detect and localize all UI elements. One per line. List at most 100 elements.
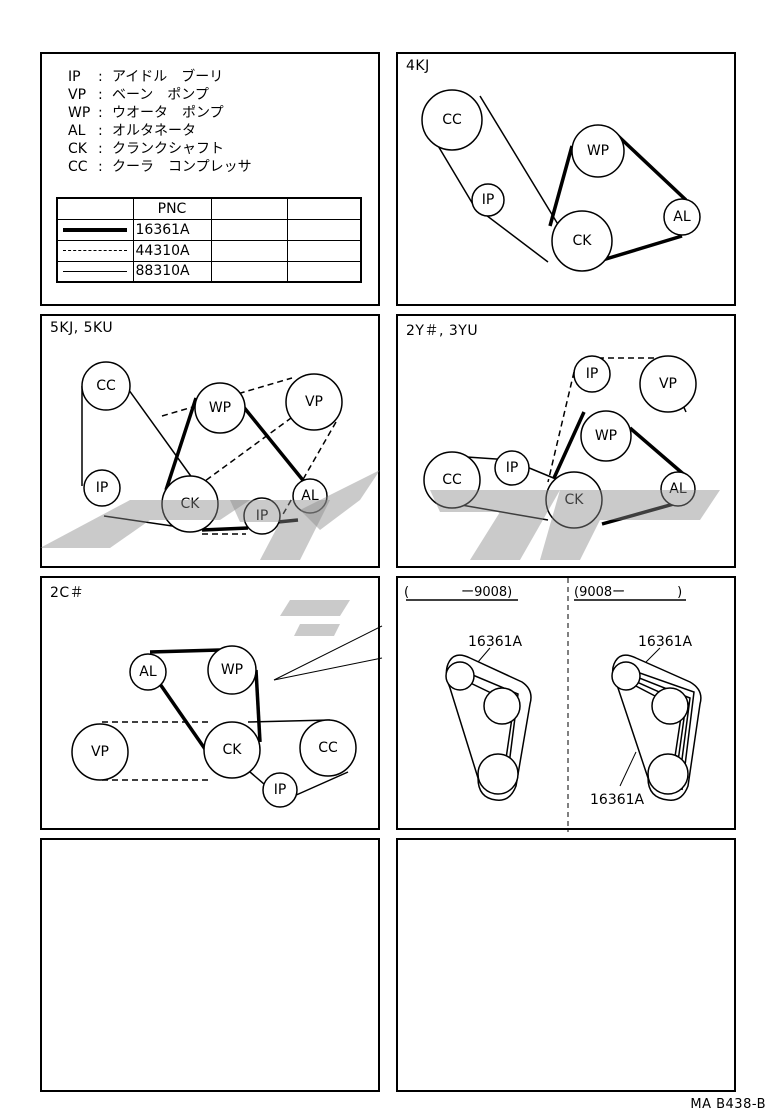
pulley-label: IP: [482, 192, 495, 208]
thick-belt: [548, 145, 574, 227]
pulley-cc: [81, 361, 131, 411]
pulley-label: WP: [587, 143, 609, 159]
pulley-al: [292, 478, 328, 514]
pulley-label: WP: [595, 428, 617, 444]
panel-empty-right: [396, 838, 736, 1092]
thick-belt: [149, 648, 221, 654]
thick-belt: [614, 132, 688, 202]
pulley-al: [660, 471, 696, 507]
part-label: 16361A: [638, 634, 693, 650]
legend-item-ck: CK:クランクシャフト: [68, 141, 224, 157]
pulley-drawing: [445, 661, 475, 691]
drawing-code: MA B438-B: [690, 1097, 766, 1112]
pulley-ck: [203, 721, 261, 779]
pulley-vp: [639, 355, 697, 413]
thick-belt: [236, 398, 308, 486]
pulley-wp: [194, 382, 246, 434]
pnc-value: 44310A: [132, 239, 212, 262]
dashed-line-swatch: [63, 250, 128, 251]
pulley-drawing: [611, 661, 641, 691]
pulley-drawing: [477, 753, 519, 795]
panel-belt-detail: ( ー9008) (9008ー ) 16361A: [396, 576, 736, 832]
pulley-label: IP: [274, 782, 287, 798]
leader-line: [619, 751, 637, 787]
pnc-table: PNC 16361A 44310A 88310A: [56, 197, 362, 283]
belt-diagram-2c: AL WP VP CK CC IP: [71, 625, 383, 808]
pulley-al: [663, 198, 701, 236]
thick-belt: [552, 411, 586, 479]
legend-item-wp: WP:ウオータ ポンプ: [68, 105, 224, 121]
pulley-wp: [571, 124, 625, 178]
thin-belt: [125, 385, 199, 487]
panel-5kj-5ku: 5KJ, 5KU CC WP VP IP: [40, 314, 380, 568]
pulley-ip: [573, 355, 611, 393]
pnc-header: PNC: [132, 197, 212, 220]
panel-title: 5KJ, 5KU: [50, 320, 114, 336]
pulley-cc: [421, 89, 483, 151]
pulley-ip: [243, 497, 281, 535]
pulley-vp: [71, 723, 129, 781]
dashed-belt: [161, 377, 293, 417]
panel-empty-left: [40, 838, 380, 1092]
pulley-drawing: [651, 687, 689, 725]
part-label: 16361A: [468, 634, 523, 650]
pnc-value: 88310A: [132, 260, 212, 283]
pulley-ip: [494, 450, 530, 486]
belt-diagram-5kj: CC WP VP IP CK IP AL: [81, 361, 343, 535]
pulley-label: CC: [318, 740, 338, 756]
pulley-drawing: [647, 753, 689, 795]
legend-item-cc: CC:クーラ コンプレッサ: [68, 159, 252, 175]
callout-line: [273, 625, 383, 681]
pulley-cc: [423, 451, 481, 509]
pulley-ck: [545, 471, 603, 529]
legend-item-ip: IP:アイドル ブーリ: [68, 69, 224, 85]
thick-belt: [628, 426, 690, 480]
thick-belt: [595, 234, 683, 264]
thick-belt: [164, 397, 198, 491]
leader-line: [477, 647, 491, 663]
belt-diagram-4kj: CC IP WP CK AL: [421, 89, 701, 272]
pulley-label: AL: [673, 209, 691, 225]
pnc-value: 16361A: [132, 218, 212, 241]
pulley-label: CK: [565, 492, 585, 508]
detail-left-title: ( ー9008): [404, 585, 513, 600]
panel-title: 2Y＃, 3YU: [406, 323, 479, 339]
pulley-label: IP: [586, 366, 599, 382]
pulley-vp: [285, 373, 343, 431]
pulley-label: IP: [96, 480, 109, 496]
panel-title: 4KJ: [406, 58, 430, 74]
dashed-belt: [547, 371, 575, 483]
pulley-label: AL: [301, 488, 319, 504]
thick-line-swatch: [63, 227, 128, 232]
pulley-wp: [207, 645, 257, 695]
pnc-table-header-row: PNC: [56, 197, 362, 220]
panel-2y-3yu: 2Y＃, 3YU IP VP WP CC IP CK: [396, 314, 736, 568]
pulley-ck: [161, 475, 219, 533]
thin-belt: [247, 719, 331, 723]
detail-right-title: (9008ー ): [574, 585, 683, 600]
pulley-label: CK: [181, 496, 201, 512]
thin-line-swatch: [63, 270, 128, 272]
pulley-cc: [299, 719, 357, 777]
thin-belt: [293, 771, 349, 797]
thick-belt: [201, 526, 249, 532]
legend-panel: IP:アイドル ブーリ VP:ベーン ポンプ WP:ウオータ ポンプ AL:オル…: [40, 52, 380, 306]
pnc-table-row: 44310A: [56, 239, 362, 262]
pulley-label: CC: [96, 378, 116, 394]
pnc-table-row: 88310A: [56, 260, 362, 283]
pulley-ip: [262, 772, 298, 808]
panel-4kj: 4KJ CC IP WP CK AL: [396, 52, 736, 306]
dashed-belt: [189, 409, 303, 493]
leader-line: [645, 647, 661, 663]
pulley-label: IP: [256, 508, 269, 524]
pulley-ck: [551, 210, 613, 272]
pulley-label: WP: [209, 400, 231, 416]
pulley-wp: [580, 410, 632, 462]
pulley-al: [129, 653, 167, 691]
pulley-label: CC: [442, 472, 462, 488]
dashed-belt: [281, 421, 337, 517]
belt-detail-drawing: 16361A 16361A 16361A: [406, 578, 702, 832]
pulley-ip: [471, 183, 505, 217]
legend-item-vp: VP:ベーン ポンプ: [68, 87, 209, 103]
pulley-label: CC: [442, 112, 462, 128]
